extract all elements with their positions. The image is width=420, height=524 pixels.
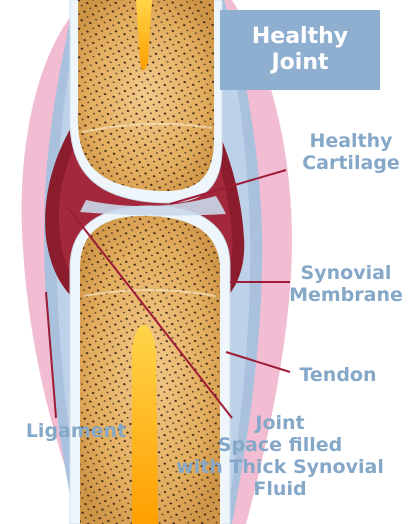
label-healthy-cartilage: Healthy Cartilage (302, 130, 400, 174)
joint-space-leader (67, 207, 233, 419)
label-tendon: Tendon (299, 364, 377, 386)
title-line-1: Healthy (251, 24, 349, 49)
title-line-2: Joint (271, 50, 329, 75)
tendon-leader (225, 351, 291, 373)
cartilage-leader (169, 169, 287, 205)
title-box: Healthy Joint (220, 10, 380, 90)
ligament-leader (45, 291, 57, 419)
joint-space-shape (80, 196, 226, 216)
label-ligament: Ligament (25, 420, 127, 442)
label-synovial-membrane: Synovial Membrane (289, 262, 403, 306)
label-joint-space: Joint Space filled with Thick Synovial F… (176, 412, 384, 500)
